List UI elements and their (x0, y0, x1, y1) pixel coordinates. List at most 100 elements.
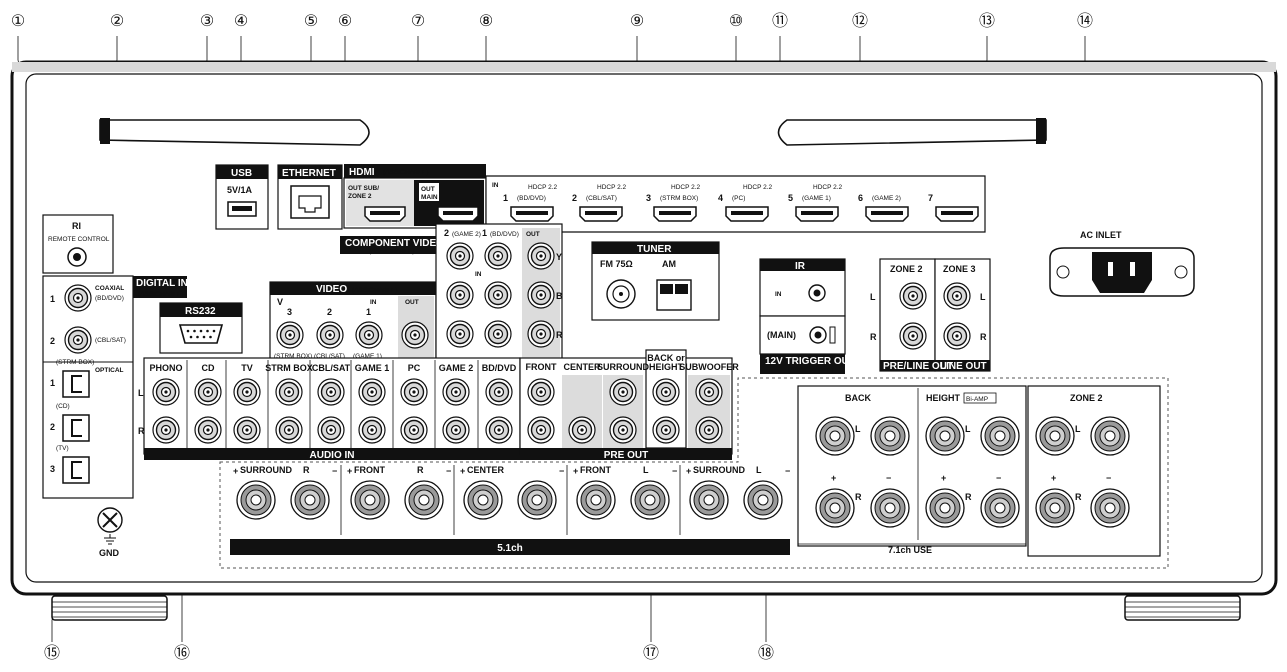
hdmi-contacts (516, 211, 548, 215)
coax-1-name: (BD/DVD) (95, 295, 124, 302)
rca-pin (206, 390, 210, 394)
rca-pin (539, 332, 543, 336)
rs232-pin (199, 329, 203, 333)
audio-in-name: STRM BOX (265, 363, 313, 373)
component-in-jack (446, 242, 474, 270)
hdmi-in-name: (BD/DVD) (517, 195, 546, 202)
callout-number: ③ (200, 13, 214, 30)
zone2-label: ZONE 2 (890, 264, 923, 274)
ir-in-label: IN (775, 291, 782, 298)
fm-label: FM 75Ω (600, 259, 633, 269)
ac-pin (1108, 262, 1113, 276)
audio-in-l-jack (442, 378, 470, 406)
hdmi-in-port-3 (653, 206, 697, 222)
optical-num: 3 (50, 464, 55, 474)
plus-label: + (1051, 473, 1056, 483)
component-row-label: B (556, 291, 563, 301)
foot-right (1124, 595, 1241, 621)
zone3-l-jack (943, 282, 971, 310)
pre-out-l-jack (652, 378, 680, 406)
rca-pin (328, 333, 332, 337)
hdcp-label: HDCP 2.2 (597, 184, 627, 191)
post-hole (590, 494, 602, 506)
rca-pin (955, 294, 959, 298)
hdmi-assignable: (ASSIGNABLE) (383, 169, 429, 176)
hdmi-contacts (871, 211, 903, 215)
digital-in-tab (133, 276, 187, 298)
gnd-cross (102, 512, 118, 528)
video-in-jack-3 (276, 321, 304, 349)
rs232-pin (196, 335, 199, 339)
rca-pin (458, 332, 462, 336)
post-hole (644, 494, 656, 506)
gnd-label: GND (99, 548, 120, 558)
l-label: L (1075, 424, 1081, 434)
rca-pin (497, 428, 501, 432)
component-row-label: R (556, 330, 563, 340)
component-row-label: Y (556, 252, 562, 262)
hdmi-contacts (370, 211, 400, 215)
rca-pin (367, 333, 371, 337)
pre-out-name: SURROUND (597, 362, 650, 372)
rca-pin (412, 390, 416, 394)
ri-jack-center (73, 253, 81, 261)
am-clip (660, 284, 673, 294)
ir-tab (760, 259, 845, 271)
speaker-post-l-minus (1090, 416, 1130, 456)
coaxial-jack-2 (64, 326, 92, 354)
rca-pin (707, 428, 711, 432)
post-hole (1049, 430, 1061, 442)
rca-pin (497, 390, 501, 394)
post-hole (829, 502, 841, 514)
speaker-post-r-minus (980, 488, 1020, 528)
ch51-label: 5.1ch (497, 543, 523, 554)
post-hole (1104, 502, 1116, 514)
hdmi-contacts (801, 211, 833, 215)
ac-pin (1130, 262, 1135, 276)
post-hole (757, 494, 769, 506)
coax-2-num: 2 (50, 336, 55, 346)
component-name: (GAME 2) (452, 231, 481, 238)
trigger-slot (829, 326, 836, 344)
component-name: (BD/DVD) (490, 231, 519, 238)
hdcp-label: HDCP 2.2 (528, 184, 558, 191)
fm-jack-pin (619, 292, 623, 296)
audio-in-r-jack (275, 416, 303, 444)
audio-in-label: AUDIO IN (310, 450, 355, 461)
ground-icon (104, 534, 116, 545)
pre-out-r-jack (527, 416, 555, 444)
video-in-label: IN (370, 299, 377, 306)
usb-tongue (232, 206, 252, 211)
hdmi-in-label: IN (492, 182, 499, 189)
rca-pin (539, 390, 543, 394)
pre-out-name: CENTER (563, 362, 601, 372)
callout-number: ① (11, 13, 25, 30)
audio-in-l-jack (485, 378, 513, 406)
rca-pin (164, 390, 168, 394)
audio-in-name: CD (202, 363, 215, 373)
rca-pin (370, 428, 374, 432)
audio-in-r-jack (194, 416, 222, 444)
video-out-label: OUT (405, 299, 419, 306)
bi-amp-label: Bi-AMP (966, 396, 988, 403)
speaker-dashed-area (219, 377, 1169, 569)
plus-label: + (831, 473, 836, 483)
rca-pin (911, 334, 915, 338)
callout-number: ⑪ (772, 12, 788, 30)
speaker-name: FRONT (354, 465, 385, 475)
speaker-post-l-plus (925, 416, 965, 456)
speaker-post-l-minus (980, 416, 1020, 456)
rs232-pin (189, 335, 193, 339)
am-clip (675, 284, 688, 294)
video-assignable: (ASSIGNABLE) (352, 287, 398, 294)
out-zone2-label: ZONE 2 (348, 193, 372, 200)
zone3-r-jack (943, 322, 971, 350)
rs232-label: RS232 (185, 306, 216, 317)
speaker-minus-post (743, 480, 783, 520)
pre-out-l-jack (527, 378, 555, 406)
l-label: L (855, 424, 861, 434)
foot-left (51, 595, 168, 621)
back-or-label: BACK or (647, 353, 685, 363)
rca-pin (707, 390, 711, 394)
